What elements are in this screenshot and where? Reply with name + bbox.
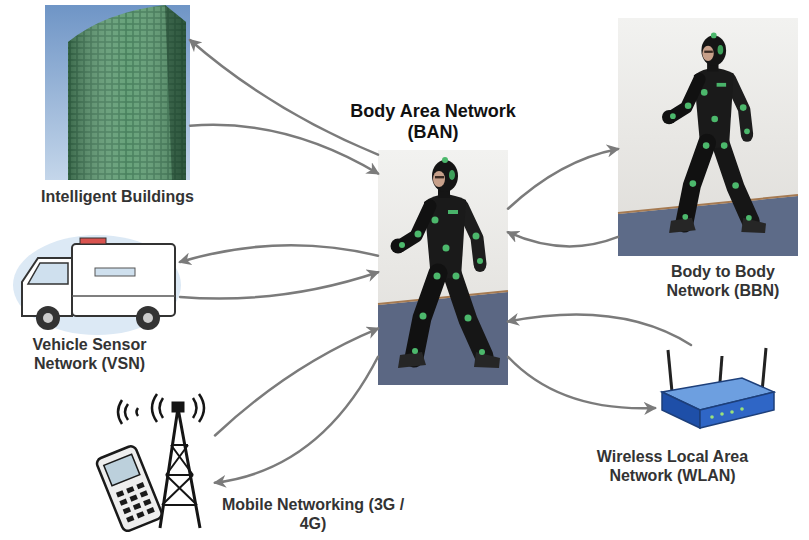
network-node: Mobile Networking (3G / 4G) (100, 395, 215, 530)
router-picture (662, 348, 774, 428)
connector-arrow (508, 315, 691, 345)
connector-arrow (190, 125, 378, 174)
connector-arrow (215, 357, 378, 483)
connector-arrow (508, 357, 655, 408)
node-label: Vehicle Sensor Network (VSN) (12, 335, 167, 373)
connector-arrow (190, 40, 378, 155)
network-node: Body to Body Network (BBN) (618, 18, 798, 256)
mobile-phone-picture (95, 445, 163, 533)
node-label: Intelligent Buildings (40, 187, 195, 206)
connector-arrow (180, 245, 378, 262)
node-label: Mobile Networking (3G / 4G) (218, 495, 408, 533)
network-node: Body Area Network (BAN) (378, 150, 508, 385)
network-node: Vehicle Sensor Network (VSN) (15, 232, 180, 332)
node-label: Body to Body Network (BBN) (648, 262, 798, 300)
connector-arrow (180, 272, 378, 298)
node-title: Body Area Network (BAN) (338, 101, 528, 144)
bbn-photo (618, 18, 798, 256)
ambulance-picture (13, 235, 181, 335)
connector-arrow (508, 232, 618, 246)
network-node: Wireless Local Area Network (WLAN) (655, 345, 775, 435)
connector-arrow (508, 149, 618, 209)
connector-arrow (215, 329, 378, 436)
network-node: Intelligent Buildings (45, 5, 190, 180)
ban-photo (378, 150, 508, 385)
node-label: Wireless Local Area Network (WLAN) (570, 447, 775, 485)
building-picture (45, 5, 190, 180)
